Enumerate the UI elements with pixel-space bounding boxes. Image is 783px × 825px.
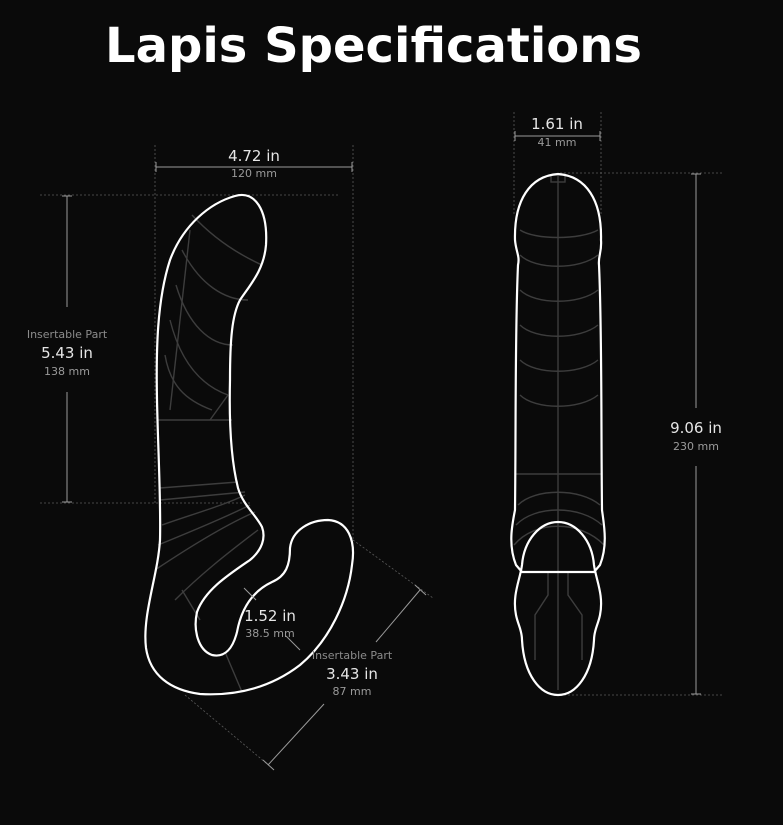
width-dimension-line (155, 162, 353, 172)
front-width-imperial: 1.61 in (531, 115, 583, 133)
page-title: Lapis Specifications (105, 18, 642, 74)
insertable-bulb-dimension-line (262, 584, 427, 771)
bulb-gap-dimension-line (243, 587, 301, 651)
total-length-metric: 230 mm (673, 440, 719, 453)
insertable-left-imperial: 5.43 in (41, 344, 93, 362)
width-metric: 120 mm (231, 167, 277, 180)
insertable-left-dimension-line (62, 195, 72, 503)
total-length-dimension-line (691, 173, 701, 695)
bulb-gap-metric: 38.5 mm (245, 627, 294, 640)
insertable-bulb-imperial: 3.43 in (326, 665, 378, 683)
width-imperial: 4.72 in (228, 147, 280, 165)
front-width-metric: 41 mm (538, 136, 577, 149)
insertable-left-metric: 138 mm (44, 365, 90, 378)
insertable-bulb-caption: Insertable Part (312, 649, 393, 662)
front-width-dimension-line (514, 131, 601, 141)
front-view-guides (513, 112, 722, 696)
insertable-left-caption: Insertable Part (27, 328, 108, 341)
total-length-imperial: 9.06 in (670, 419, 722, 437)
insertable-bulb-metric: 87 mm (333, 685, 372, 698)
bulb-gap-imperial: 1.52 in (244, 607, 296, 625)
front-view-illustration (510, 172, 606, 697)
side-view-illustration (144, 193, 354, 696)
side-view-guides (40, 145, 434, 769)
